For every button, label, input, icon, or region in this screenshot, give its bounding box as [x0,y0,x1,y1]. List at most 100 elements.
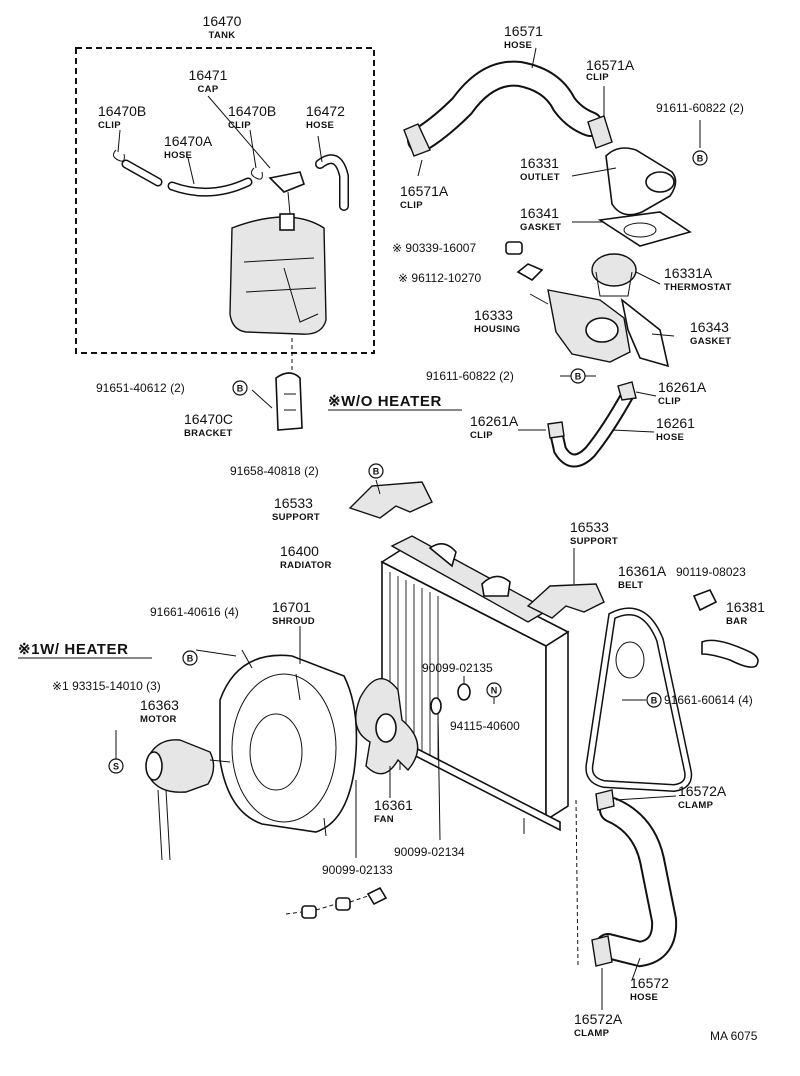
ref-90099-02134: 90099-02134 [394,845,465,859]
clamp-lower [591,935,613,967]
fan-motor [149,739,215,793]
svg-text:OUTLET: OUTLET [520,172,560,183]
bypass-clip-upper [617,381,637,401]
ref-91661-40616: 91661-40616 (4) [150,605,239,619]
svg-text:HOUSING: HOUSING [474,324,520,335]
lower-hose-assembly [575,789,678,1010]
svg-text:16400: 16400 [280,543,319,559]
clip-16470b-left [112,149,125,162]
header-without-heater: ※W/O HEATER [328,393,462,411]
belt-assembly [585,588,759,793]
svg-text:HOSE: HOSE [656,432,684,443]
bolt-90099-02133 [366,886,388,906]
svg-text:16331A: 16331A [664,265,713,281]
svg-text:BRACKET: BRACKET [184,428,233,439]
svg-text:N: N [491,686,498,696]
spacer-90099-02133-a [301,905,317,919]
tank-bracket [275,372,303,431]
clamp-upper [595,789,615,811]
support-16533-right [526,583,605,619]
symbol-b-1: B [692,150,708,166]
svg-text:S: S [113,762,119,772]
ref-90099-02133: 90099-02133 [322,863,393,877]
svg-text:16571A: 16571A [586,57,635,73]
tank-cap [268,171,305,193]
svg-text:16341: 16341 [520,205,559,221]
washer-90099-02134 [430,697,442,715]
svg-text:B: B [373,467,380,477]
clip-16470b-right [250,167,263,180]
thermostat [591,253,637,287]
svg-text:16701: 16701 [272,599,311,615]
fan-shroud-assembly [145,649,471,919]
svg-text:MOTOR: MOTOR [140,714,177,725]
svg-text:16571: 16571 [504,23,543,39]
ref-91611-60822-lower: 91611-60822 (2) [426,369,514,383]
svg-text:GASKET: GASKET [690,336,731,347]
svg-text:B: B [575,372,582,382]
ref-91651-40612: 91651-40612 (2) [96,381,185,395]
symbol-s: S [108,758,124,774]
svg-text:16333: 16333 [474,307,513,323]
svg-text:16470: 16470 [203,13,242,29]
svg-text:SHROUD: SHROUD [272,616,315,627]
svg-text:16363: 16363 [140,697,179,713]
symbol-b-4: B [368,463,384,479]
diagram-code: MA 6075 [710,1029,758,1043]
svg-text:CLAMP: CLAMP [678,800,714,811]
adjusting-bar [701,639,759,668]
tank-assembly-group [75,47,375,354]
svg-text:CLIP: CLIP [470,430,493,441]
svg-text:16571A: 16571A [400,183,449,199]
svg-text:※W/O HEATER: ※W/O HEATER [328,393,442,410]
plug-90339 [505,241,523,255]
bolt-90119 [692,588,718,612]
svg-text:BAR: BAR [726,616,747,627]
svg-text:16261: 16261 [656,415,695,431]
ref-91658-40818: 91658-40818 (2) [230,464,319,478]
svg-text:B: B [697,154,704,164]
svg-text:16572: 16572 [630,975,669,991]
svg-text:※1W/ HEATER: ※1W/ HEATER [18,641,129,658]
bypass-clip-lower [547,421,565,439]
upper-hose-assembly [403,60,692,368]
svg-text:CLIP: CLIP [400,200,423,211]
svg-text:16471: 16471 [189,67,228,83]
svg-text:RADIATOR: RADIATOR [280,560,332,571]
svg-text:B: B [237,384,244,394]
svg-text:CLIP: CLIP [658,396,681,407]
hose-clip-right [587,115,613,149]
ref-90339-16007: ※ 90339-16007 [392,241,476,255]
svg-text:16470B: 16470B [98,103,146,119]
svg-text:HOSE: HOSE [164,150,192,161]
housing-gasket [620,298,670,368]
svg-text:CLIP: CLIP [228,120,251,131]
svg-text:HOSE: HOSE [504,40,532,51]
svg-text:HOSE: HOSE [630,992,658,1003]
header-with-heater: ※1W/ HEATER [18,641,152,659]
radiator-neck [481,575,511,597]
symbol-b-5: B [182,650,198,666]
